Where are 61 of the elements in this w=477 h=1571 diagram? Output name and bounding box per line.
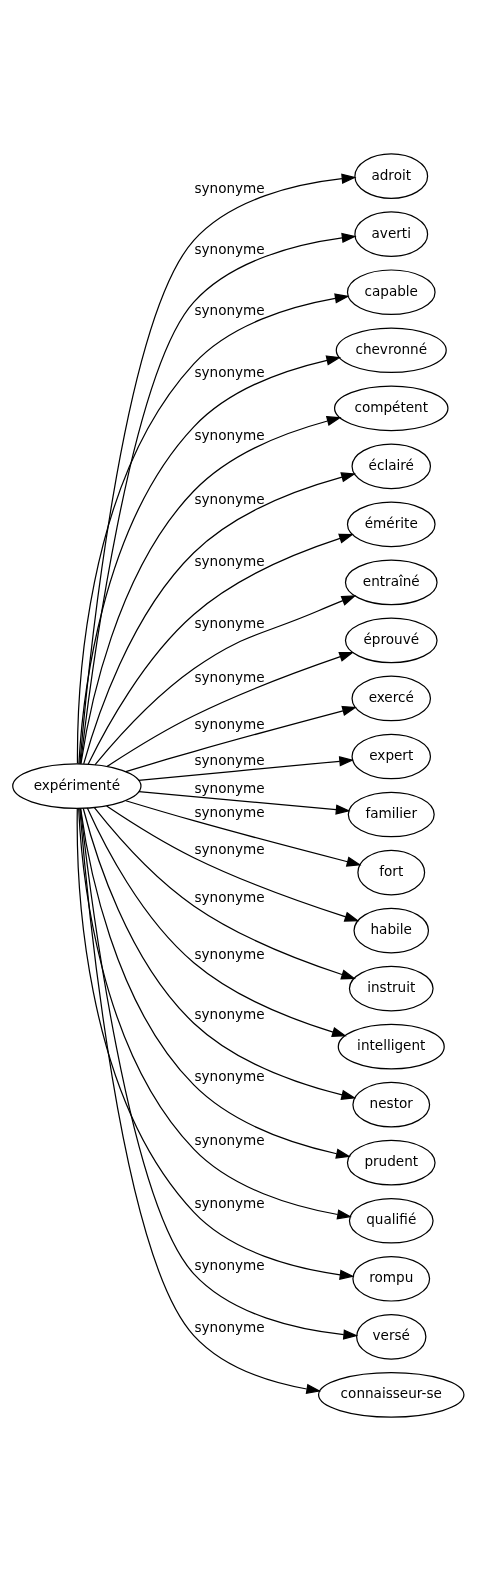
edge-label: synonyme (194, 945, 265, 962)
edge-label: synonyme (194, 614, 265, 631)
node-ellipse: intelligent (337, 1023, 445, 1070)
node-ellipse: qualifié (348, 1197, 434, 1244)
edge-label: synonyme (194, 491, 265, 508)
node-ellipse: éclairé (351, 443, 432, 490)
edge-label: synonyme (194, 1256, 265, 1273)
edge-label: synonyme (194, 1067, 265, 1084)
edge-label: synonyme (194, 1006, 265, 1023)
edge-label: synonyme (194, 780, 265, 797)
edge-label: synonyme (194, 302, 265, 319)
arrow (87, 533, 354, 765)
node-ellipse: prudent (346, 1139, 436, 1186)
node-ellipse: compétent (333, 385, 449, 432)
edge-label: synonyme (194, 553, 265, 570)
arrow (83, 472, 356, 765)
edge-label: synonyme (194, 1318, 265, 1335)
edge-label: synonyme (194, 669, 265, 686)
arrow (79, 807, 322, 1395)
arrow (125, 800, 362, 867)
edge-label: synonyme (194, 888, 265, 905)
arrow (138, 791, 351, 815)
node-ellipse: expérimenté (12, 763, 142, 809)
arrow (82, 807, 357, 1100)
node-ellipse: éprouvé (344, 617, 438, 664)
edge-label: synonyme (194, 427, 265, 444)
arrow (78, 355, 342, 765)
node-ellipse: capable (346, 269, 436, 316)
edge-label: synonyme (194, 716, 265, 733)
arrow (125, 705, 357, 773)
arrow (86, 807, 347, 1037)
node-ellipse: rompu (352, 1255, 431, 1302)
node-ellipse: émérite (346, 501, 436, 548)
edge-label: synonyme (194, 803, 265, 820)
arrow (80, 807, 351, 1159)
node-ellipse: adroit (354, 153, 429, 199)
arrow (94, 595, 357, 766)
node-ellipse: familier (347, 791, 435, 838)
arrow (106, 651, 355, 767)
edge-label: synonyme (194, 364, 265, 381)
node-ellipse: versé (356, 1313, 427, 1360)
node-ellipse: averti (354, 211, 429, 258)
edge-label: synonyme (194, 240, 265, 257)
node-ellipse: expert (351, 733, 432, 780)
arrow (137, 756, 355, 781)
edge-label: synonyme (194, 751, 265, 768)
node-ellipse: instruit (348, 965, 434, 1012)
node-ellipse: connaisseur-se (317, 1372, 465, 1418)
edge-label: synonyme (194, 1195, 265, 1212)
node-ellipse: entraîné (344, 559, 438, 606)
node-ellipse: habile (353, 907, 430, 954)
arrow (93, 807, 356, 980)
node-ellipse: exercé (351, 675, 432, 722)
arrow (80, 416, 342, 765)
edge-label: synonyme (194, 180, 265, 197)
node-ellipse: nestor (352, 1081, 431, 1128)
edge-label: synonyme (194, 840, 265, 857)
arrow (106, 805, 360, 922)
node-ellipse: chevronné (335, 327, 447, 374)
edge-label: synonyme (194, 1132, 265, 1149)
node-ellipse: fort (357, 849, 426, 896)
